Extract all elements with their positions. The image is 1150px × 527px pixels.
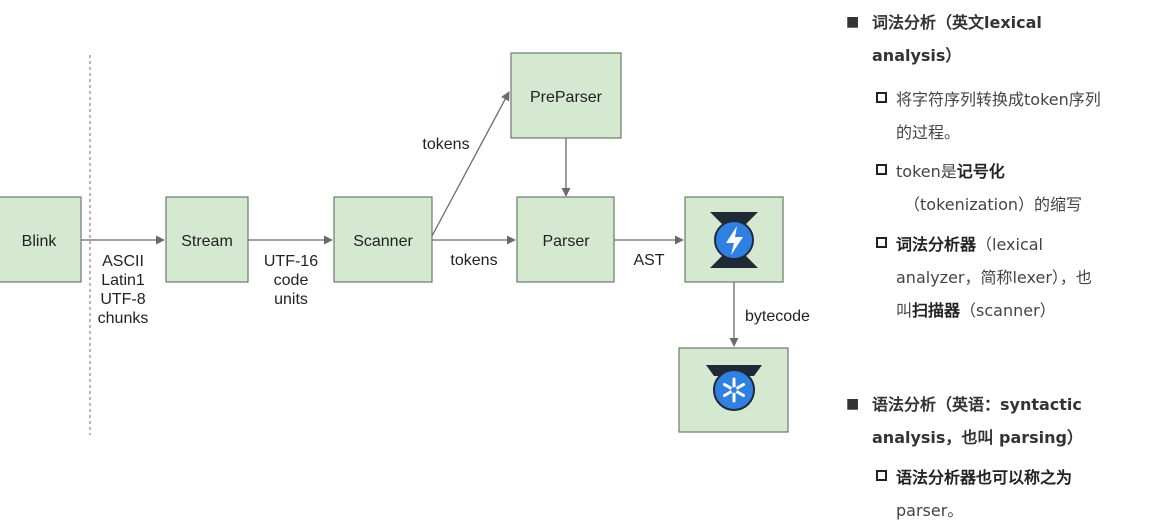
utf16-line-1: UTF-16 [264,253,318,270]
syntactic-heading-line-2: analysis，也叫 parsing） [872,428,1083,447]
node-stream: Stream [165,196,249,283]
lexical-item-1-line-2: 的过程。 [896,123,961,142]
lexical-item-3-text: （lexical [976,235,1043,254]
bytecode-label: bytecode [745,308,810,325]
node-blink: Blink [0,196,82,283]
node-blink-label: Blink [22,233,58,250]
hollow-square-bullet-icon [876,164,887,175]
notes-panel: ■ 词法分析（英文lexical analysis） 将字符序列转换成token… [840,0,1150,526]
pipeline-diagram: Blink Stream Scanner PreParser Parser [0,52,810,435]
node-scanner-label: Scanner [353,233,413,250]
lexical-item-2-bold: 记号化 [956,162,1005,181]
input-format-utf8: UTF-8 [100,291,145,308]
lexical-item-3-line-3-c: （scanner） [960,301,1056,320]
utf16-label: UTF-16 code units [264,253,318,308]
lexical-item-1-line-1: 将字符序列转换成token序列 [896,90,1101,109]
turbofan-icon [706,365,762,411]
node-parser: Parser [516,196,615,283]
utf16-line-2: code [274,272,309,289]
syntactic-item-1-line-2: parser。 [896,501,964,520]
syntactic-item-1-line-1: 语法分析器也可以称之为 [896,468,1073,487]
hollow-square-bullet-icon [876,237,887,248]
node-compiler [678,347,789,433]
input-format-ascii: ASCII [102,253,144,270]
node-parser-label: Parser [542,233,590,250]
lexical-item-3-line-3-a: 叫 [896,301,913,320]
hollow-square-bullet-icon [876,470,887,481]
lexical-heading-line-1: 词法分析（英文lexical [872,13,1042,32]
node-interpreter [684,196,784,283]
tokens-lower-label: tokens [450,252,497,269]
syntactic-heading-line-1: 语法分析（英语：syntactic [872,395,1082,414]
node-scanner: Scanner [333,196,433,283]
node-stream-label: Stream [181,233,233,250]
tokens-upper-label: tokens [422,136,469,153]
square-bullet-icon: ■ [846,14,860,30]
ast-label: AST [633,252,664,269]
lexical-item-2-line-2: （tokenization）的缩写 [904,195,1083,214]
node-preparser: PreParser [510,52,622,139]
hollow-square-bullet-icon [876,92,887,103]
edge-scanner-preparser [431,91,510,237]
lexical-item-3-bold: 词法分析器 [896,235,977,254]
square-bullet-icon: ■ [846,396,860,412]
lexical-item-3-line-3-bold: 扫描器 [912,301,961,320]
lexical-item-2-text: token是 [896,162,957,181]
ignition-icon [710,212,758,268]
lexical-heading-line-2: analysis） [872,46,962,65]
node-preparser-label: PreParser [530,89,603,106]
input-format-chunks: chunks [98,310,149,327]
input-format-latin1: Latin1 [101,272,145,289]
input-formats-label: ASCII Latin1 UTF-8 chunks [98,253,149,327]
utf16-line-3: units [274,291,308,308]
lexical-item-3-line-2: analyzer，简称lexer），也 [896,268,1092,287]
